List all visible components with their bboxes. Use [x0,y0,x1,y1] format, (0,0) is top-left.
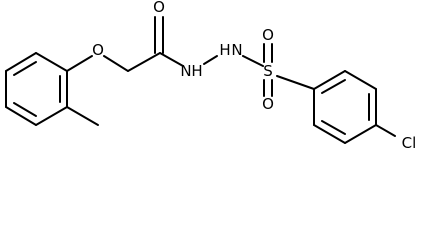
sulfur-label: S [263,62,273,80]
n-s-bond [242,55,264,67]
bond [5,52,37,72]
carbonyl-nh-bond [159,52,184,67]
carbonyl-oxygen-label: O [153,0,165,16]
double-bond-inner [321,79,346,94]
aryl-chlorine-bond [375,124,396,137]
hydrogen-label: H [219,41,230,59]
chlorophenyl-ring [313,70,377,144]
bond [35,52,68,72]
ether-ch2-bond [103,55,129,72]
bond [5,106,37,126]
tolyl-ring [5,52,68,126]
bond [344,70,377,90]
chlorine-label: Cl [402,134,417,152]
sulfonyl-oxygen-top-label: O [262,26,274,44]
hydrazide-nh-right: H N [219,41,242,59]
double-bond-inner [13,61,37,76]
ether-oxygen-label: O [92,41,104,59]
double-bond-inner [13,102,37,117]
chemical-structure-diagram: O O N H H N S O O [5,0,417,152]
s-aryl-bond [276,75,315,90]
n-n-bond [203,55,218,65]
bond [313,70,346,90]
bond [313,124,346,144]
ch2-carbonyl-bond [127,52,161,72]
nitrogen-label: N [180,62,191,80]
bond [35,106,68,126]
hydrogen-label: H [191,62,202,80]
methyl-bond [66,106,99,126]
aryl-ether-bond [66,55,93,72]
sulfonyl-oxygen-bottom-label: O [262,95,274,113]
hydrazide-nh-left: N H [180,62,202,80]
nitrogen-label: N [231,41,242,59]
bond [344,124,377,144]
double-bond-inner [321,120,346,135]
